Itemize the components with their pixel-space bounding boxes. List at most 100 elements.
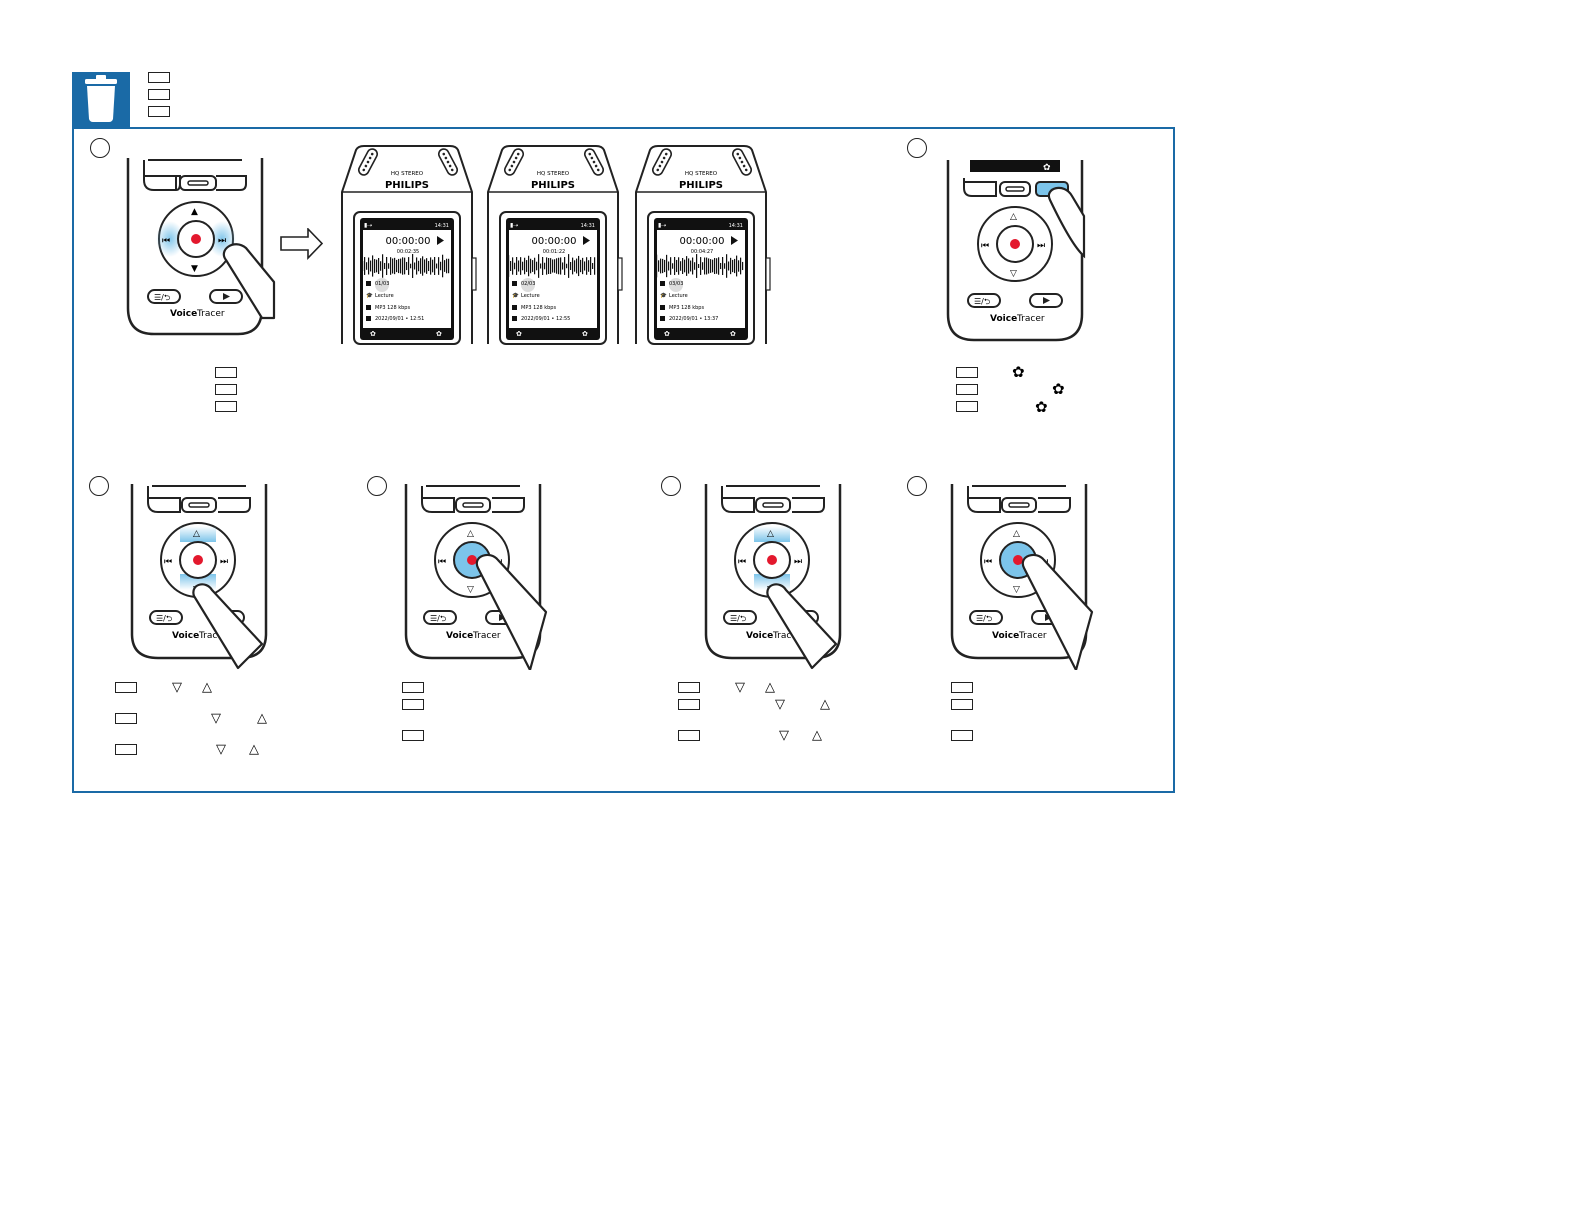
language-box	[215, 367, 237, 378]
brand-label: PHILIPS	[385, 180, 429, 191]
svg-text:Voice: Voice	[446, 631, 473, 641]
category: Lecture	[521, 293, 540, 299]
svg-text:▽: ▽	[1013, 585, 1020, 595]
delete-section-tab	[72, 72, 130, 128]
svg-text:Tracer: Tracer	[196, 309, 225, 319]
svg-text:Voice: Voice	[172, 631, 199, 641]
counter: 00:00:00	[680, 236, 725, 247]
language-box	[215, 384, 237, 395]
language-box	[402, 699, 424, 710]
svg-text:✿: ✿	[730, 330, 736, 338]
recorder-settings-illustration: ✿ △ ▽ ⏮ ⏭ ☰/⮌ Voice Tracer	[946, 160, 1086, 342]
svg-text:⏮: ⏮	[162, 236, 170, 246]
duration: 00:02:35	[397, 249, 419, 255]
recorder-screen-2: HQ STEREO PHILIPS ▮⇢ 14:31 00:00:00 00:0…	[484, 144, 624, 350]
recorder-controls-illustration: ▲ ▼ ⏮ ⏭ ☰/⮌ Voice Tracer	[126, 158, 276, 336]
svg-text:△: △	[1013, 529, 1020, 539]
language-box	[956, 367, 978, 378]
svg-text:⏮: ⏮	[438, 557, 446, 567]
clock: 14:31	[435, 223, 449, 229]
triangle-down-icon: ▽	[735, 680, 745, 695]
svg-text:Tracer: Tracer	[198, 631, 227, 641]
svg-text:✿: ✿	[1043, 163, 1051, 173]
duration: 00:01:22	[543, 249, 565, 255]
step-6-circle	[907, 476, 927, 496]
svg-text:🎓: 🎓	[660, 292, 667, 299]
device-step5: △ ▽ ⏮ ⏭ ☰/⮌ Voice Tracer	[696, 484, 856, 674]
file-number: 01/03	[375, 281, 389, 287]
svg-text:Voice: Voice	[746, 631, 773, 641]
svg-text:Tracer: Tracer	[1016, 314, 1045, 324]
svg-text:⏮: ⏮	[984, 557, 992, 567]
instruction-frame	[72, 127, 1175, 793]
date: 2022/09/01 • 12:51	[375, 316, 424, 322]
language-box	[956, 401, 978, 412]
gear-icon: ✿	[1052, 380, 1065, 398]
svg-text:⏮: ⏮	[981, 241, 989, 251]
svg-text:Voice: Voice	[170, 309, 197, 319]
clock: 14:31	[729, 223, 743, 229]
svg-text:✿: ✿	[516, 330, 522, 338]
format: MP3 128 kbps	[375, 305, 410, 311]
triangle-up-icon: △	[765, 680, 775, 695]
svg-text:⏭: ⏭	[794, 557, 802, 567]
language-box	[402, 730, 424, 741]
language-box	[148, 72, 170, 83]
device-step3: △ ▽ ⏮ ⏭ ☰/⮌ Voice Tracer	[122, 484, 282, 674]
file-number: 02/03	[521, 281, 535, 287]
brand-label: PHILIPS	[679, 180, 723, 191]
triangle-down-icon: ▽	[216, 742, 226, 757]
format: MP3 128 kbps	[669, 305, 704, 311]
language-box	[115, 682, 137, 693]
language-box	[115, 744, 137, 755]
date: 2022/09/01 • 12:55	[521, 316, 570, 322]
language-box	[951, 730, 973, 741]
svg-text:⏮: ⏮	[164, 557, 172, 567]
svg-text:☰/⮌: ☰/⮌	[430, 614, 446, 623]
hq-stereo-label: HQ STEREO	[685, 171, 718, 177]
triangle-down-icon: ▽	[172, 680, 182, 695]
svg-text:▽: ▽	[467, 585, 474, 595]
svg-text:☰/⮌: ☰/⮌	[974, 297, 990, 306]
language-box	[215, 401, 237, 412]
category: Lecture	[375, 293, 394, 299]
step-5-circle	[661, 476, 681, 496]
file-number: 03/03	[669, 281, 683, 287]
triangle-down-icon: ▽	[211, 711, 221, 726]
svg-text:Tracer: Tracer	[772, 631, 801, 641]
arrow-right-icon	[280, 228, 324, 260]
svg-text:▮⇢: ▮⇢	[658, 222, 666, 229]
step-4-circle	[367, 476, 387, 496]
category: Lecture	[669, 293, 688, 299]
language-box	[148, 89, 170, 100]
step-2-circle	[907, 138, 927, 158]
svg-text:☰/⮌: ☰/⮌	[730, 614, 746, 623]
svg-text:🎓: 🎓	[366, 292, 373, 299]
svg-text:Voice: Voice	[992, 631, 1019, 641]
svg-text:⏭: ⏭	[1037, 241, 1045, 251]
svg-text:⏭: ⏭	[218, 236, 226, 246]
svg-text:Voice: Voice	[990, 314, 1017, 324]
svg-text:⏭: ⏭	[220, 557, 228, 567]
step-3-circle	[89, 476, 109, 496]
language-box	[678, 730, 700, 741]
svg-text:☰/⮌: ☰/⮌	[154, 293, 170, 302]
triangle-up-icon: △	[812, 728, 822, 743]
svg-text:▲: ▲	[191, 207, 198, 217]
language-box	[951, 682, 973, 693]
svg-text:△: △	[1010, 212, 1017, 222]
brand-label: PHILIPS	[531, 180, 575, 191]
format: MP3 128 kbps	[521, 305, 556, 311]
language-box	[402, 682, 424, 693]
svg-text:△: △	[193, 529, 200, 539]
counter: 00:00:00	[386, 236, 431, 247]
svg-text:✿: ✿	[436, 330, 442, 338]
svg-text:▼: ▼	[191, 264, 198, 274]
date: 2022/09/01 • 13:37	[669, 316, 718, 322]
svg-text:✿: ✿	[370, 330, 376, 338]
svg-text:🎓: 🎓	[512, 292, 519, 299]
svg-text:△: △	[767, 529, 774, 539]
duration: 00:04:27	[691, 249, 713, 255]
svg-text:Tracer: Tracer	[1018, 631, 1047, 641]
svg-text:△: △	[467, 529, 474, 539]
